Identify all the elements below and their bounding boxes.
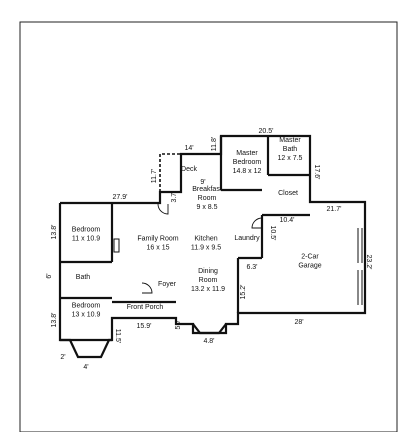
room-name: Master: [279, 137, 301, 144]
room-name: Foyer: [158, 281, 177, 288]
dimension-label: 23.2': [365, 255, 372, 270]
room-name: Deck: [181, 166, 197, 173]
room-name: Master: [236, 150, 258, 157]
dimension-label: 5.7': [175, 318, 182, 329]
dimension-label: 10.4': [280, 217, 295, 224]
room-size: 13.2 x 11.9: [191, 286, 225, 293]
room-name: Dining: [198, 268, 218, 275]
room-size: 16 x 15: [147, 245, 170, 252]
room-size: 11 x 10.9: [72, 236, 100, 243]
dimension-label: 9': [200, 179, 205, 186]
room-size: 14.8 x 12: [233, 168, 262, 175]
dimension-label: 4.8': [203, 338, 214, 345]
dimension-label: 13.8': [51, 313, 58, 328]
room-bedroom-1: Bedroom 11 x 10.9: [72, 227, 101, 243]
room-name: Front Porch: [127, 304, 164, 311]
dimension-label: 15.9': [137, 323, 152, 330]
dimension-label: 2': [60, 354, 65, 361]
dimension-label: 10.5': [269, 226, 276, 241]
room-closet: Closet: [278, 190, 298, 197]
room-size: 11.9 x 9.5: [191, 245, 221, 252]
room-name: Room: [199, 277, 218, 284]
room-foyer: Foyer: [158, 281, 177, 288]
room-kitchen: Kitchen 11.9 x 9.5: [191, 236, 221, 252]
room-name: Bedroom: [72, 227, 101, 234]
room-laundry: Laundry: [234, 235, 260, 242]
dimension-label: 21.7': [327, 206, 342, 213]
room-size: 12 x 7.5: [278, 155, 303, 162]
room-name: Bedroom: [72, 303, 101, 310]
dimension-label: 6': [46, 273, 53, 278]
dimension-label: 11.7': [151, 169, 158, 183]
room-bedroom-2: Bedroom 13 x 10.9: [72, 303, 101, 319]
garage-doors: [357, 228, 363, 305]
deck-outline: [159, 153, 221, 192]
room-name: Bath: [283, 146, 298, 153]
room-name: Garage: [298, 263, 321, 270]
room-size: 9 x 8.5: [196, 204, 217, 211]
dimension-label: 14': [184, 145, 193, 152]
dimension-label: 13.8': [51, 225, 58, 240]
room-name: Room: [198, 195, 217, 202]
fireplace: [113, 238, 120, 253]
dimension-label: 6.3': [246, 264, 257, 271]
room-deck: Deck: [181, 166, 197, 173]
room-name: Closet: [278, 190, 298, 197]
dimension-label: 11.5': [114, 329, 121, 343]
dimension-label: 17.6': [313, 165, 320, 180]
room-name: Breakfast: [192, 186, 222, 193]
room-bath: Bath: [76, 274, 91, 281]
dimension-label: 15.2': [240, 285, 247, 300]
door-swings: [141, 203, 263, 294]
dimension-label: 11.8': [211, 137, 218, 151]
room-name: 2-Car: [301, 254, 319, 261]
dimension-label: 27.9': [113, 194, 128, 201]
room-name: Bedroom: [233, 159, 262, 166]
page-frame: [19, 21, 398, 432]
room-front-porch: Front Porch: [127, 304, 164, 311]
dimension-label: 3.7': [171, 191, 178, 202]
room-name: Family Room: [137, 236, 178, 243]
room-name: Laundry: [234, 235, 260, 242]
dimension-label: 4': [83, 364, 88, 371]
dimension-label: 20.5': [259, 128, 274, 135]
room-name: Bath: [76, 274, 91, 281]
room-size: 13 x 10.9: [72, 312, 101, 319]
dimension-label: 28': [294, 319, 303, 326]
room-name: Kitchen: [194, 236, 217, 243]
room-family-room: Family Room 16 x 15: [137, 236, 178, 252]
